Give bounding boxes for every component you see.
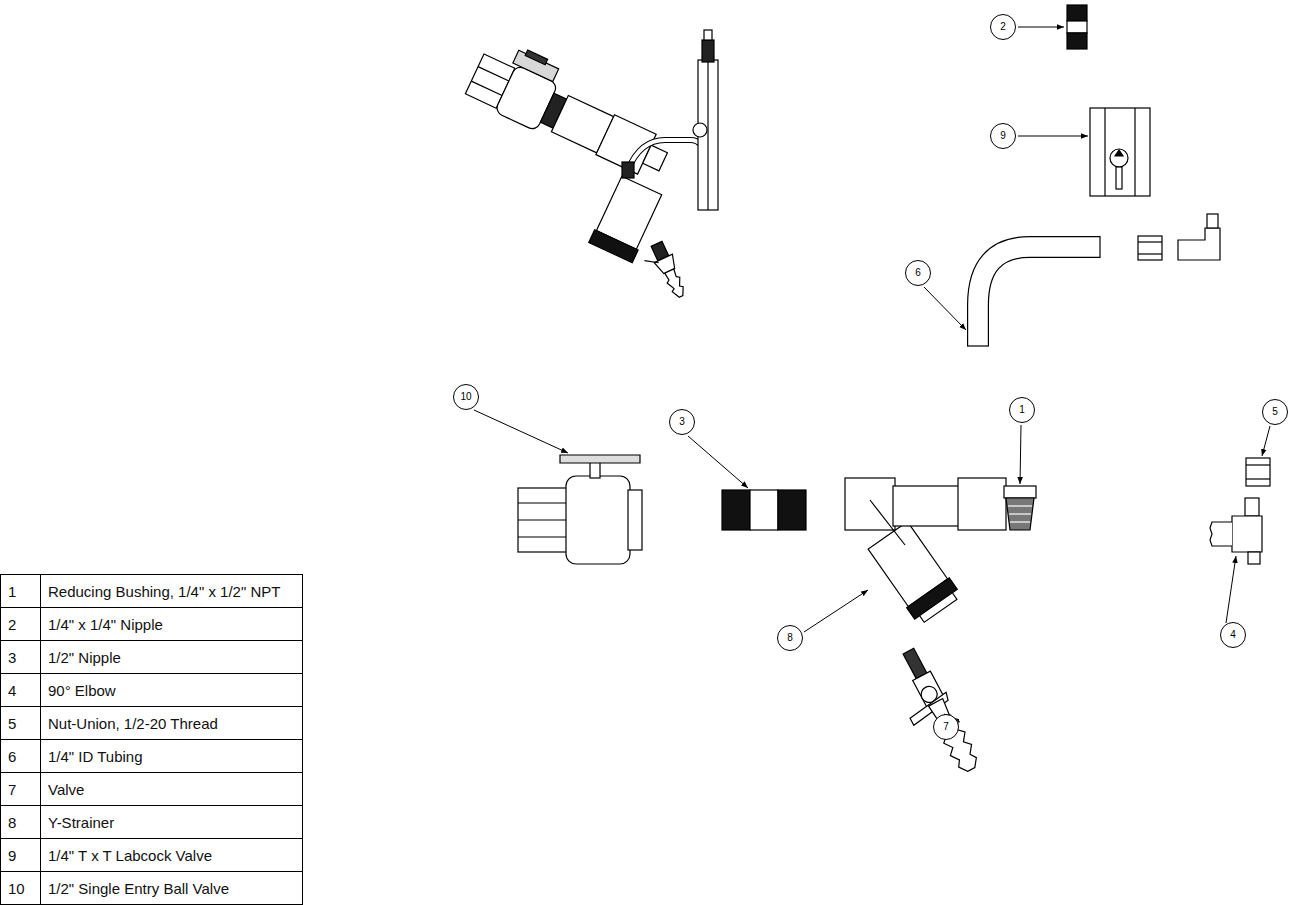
item-number: 6 <box>1 748 16 765</box>
ball-valve-part <box>518 455 642 564</box>
nut-elbow-detail <box>1138 214 1220 260</box>
table-description-cell: 1/2" Nipple <box>40 640 303 674</box>
callout-text: 2 <box>1000 22 1006 32</box>
callout-number: 3 <box>669 409 695 435</box>
callout-number: 10 <box>453 384 479 410</box>
callout-number: 9 <box>990 123 1016 149</box>
nipple-part <box>1067 5 1087 49</box>
table-index-cell: 3 <box>0 640 41 674</box>
callout-text: 7 <box>943 722 949 732</box>
callout-text: 10 <box>460 392 471 402</box>
table-index-cell: 9 <box>0 838 41 872</box>
callout-number: 4 <box>1220 622 1246 648</box>
table-index-cell: 8 <box>0 805 41 839</box>
part-name: Y-Strainer <box>41 814 114 831</box>
callout-number: 7 <box>933 714 959 740</box>
elbow-part <box>1210 498 1262 564</box>
item-number: 9 <box>1 847 16 864</box>
part-name: 1/2" Nipple <box>41 649 121 666</box>
tubing-part <box>967 236 1100 346</box>
callout-text: 1 <box>1019 405 1025 415</box>
leader-lines <box>474 27 1270 722</box>
table-description-cell: 1/4" x 1/4" Nipple <box>40 607 303 641</box>
part-name: Reducing Bushing, 1/4" x 1/2" NPT <box>41 583 280 600</box>
callout-text: 3 <box>679 417 685 427</box>
item-number: 3 <box>1 649 16 666</box>
callout-number: 5 <box>1262 399 1288 425</box>
item-number: 1 <box>1 583 16 600</box>
callout-text: 4 <box>1230 630 1236 640</box>
table-index-cell: 7 <box>0 772 41 806</box>
table-description-cell: Reducing Bushing, 1/4" x 1/2" NPT <box>40 574 303 608</box>
bushing-part <box>1004 486 1036 530</box>
y-strainer-part <box>845 478 1006 626</box>
table-description-cell: Valve <box>40 772 303 806</box>
callout-text: 9 <box>1000 131 1006 141</box>
item-number: 4 <box>1 682 16 699</box>
table-description-cell: 1/4" T x T Labcock Valve <box>40 838 303 872</box>
table-description-cell: 1/4" ID Tubing <box>40 739 303 773</box>
callout-number: 2 <box>990 14 1016 40</box>
item-number: 10 <box>1 880 25 897</box>
table-index-cell: 5 <box>0 706 41 740</box>
table-description-cell: 90° Elbow <box>40 673 303 707</box>
table-index-cell: 1 <box>0 574 41 608</box>
drain-valve-part <box>882 645 984 784</box>
nut-part <box>1246 458 1270 486</box>
part-name: 1/2" Single Entry Ball Valve <box>41 880 229 897</box>
part-name: Nut-Union, 1/2-20 Thread <box>41 715 218 732</box>
half-nipple-part <box>722 490 806 530</box>
table-index-cell: 2 <box>0 607 41 641</box>
table-description-cell: 1/2" Single Entry Ball Valve <box>40 871 303 905</box>
part-name: Valve <box>41 781 84 798</box>
callout-text: 6 <box>915 268 921 278</box>
item-number: 2 <box>1 616 16 633</box>
assembled-view <box>464 30 718 304</box>
callout-number: 8 <box>777 625 803 651</box>
part-name: 1/4" T x T Labcock Valve <box>41 847 212 864</box>
callout-number: 1 <box>1009 397 1035 423</box>
callout-text: 8 <box>787 633 793 643</box>
table-description-cell: Nut-Union, 1/2-20 Thread <box>40 706 303 740</box>
table-index-cell: 10 <box>0 871 41 905</box>
part-name: 90° Elbow <box>41 682 116 699</box>
item-number: 7 <box>1 781 16 798</box>
table-index-cell: 4 <box>0 673 41 707</box>
table-index-cell: 6 <box>0 739 41 773</box>
callout-number: 6 <box>905 260 931 286</box>
part-name: 1/4" x 1/4" Nipple <box>41 616 163 633</box>
part-name: 1/4" ID Tubing <box>41 748 143 765</box>
item-number: 8 <box>1 814 16 831</box>
callout-text: 5 <box>1272 407 1278 417</box>
labcock-part <box>1090 108 1150 196</box>
table-description-cell: Y-Strainer <box>40 805 303 839</box>
item-number: 5 <box>1 715 16 732</box>
